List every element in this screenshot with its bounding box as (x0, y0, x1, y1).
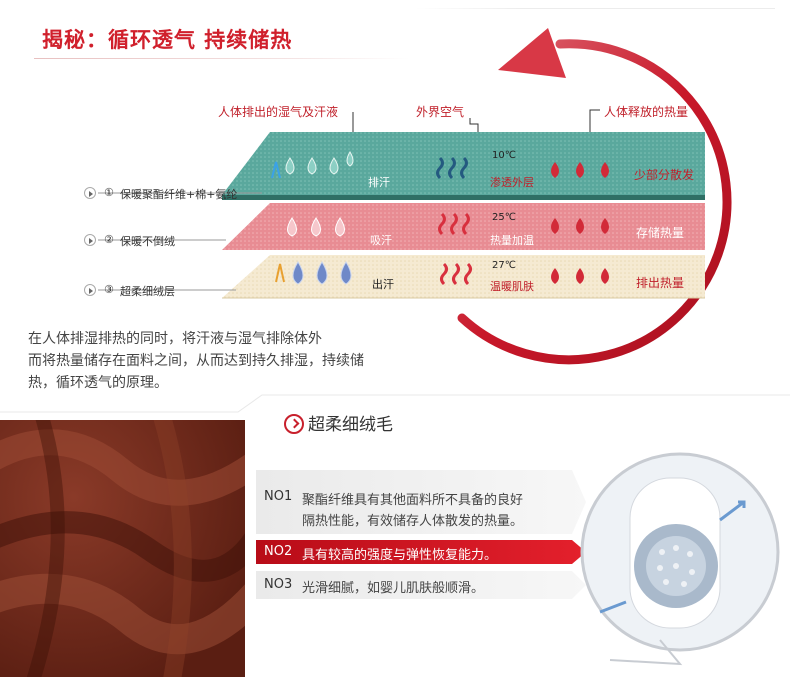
feature-no1-text-cont: 隔热性能，有效储存人体散发的热量。 (302, 514, 524, 529)
feature-no3-text: 光滑细腻，如婴儿肌肤般顺滑。 (302, 581, 485, 596)
layer3-label-number: ③ (104, 283, 114, 296)
layer1-label-number: ① (104, 186, 114, 199)
principle-description: 在人体排湿排热的同时，将汗液与湿气排除体外 而将热量储存在面料之间，从而达到持久… (28, 328, 458, 394)
layer1-label: 保暖聚酯纤维+棉+氨纶 (120, 188, 238, 201)
layer2-sweat: 吸汗 (370, 234, 392, 247)
feature-no1-text: 聚酯纤维具有其他面料所不具备的良好 (302, 493, 524, 508)
layer3-heat: 排出热量 (636, 276, 685, 290)
layer3-sweat: 出汗 (372, 278, 394, 291)
bullet-icon (84, 284, 96, 296)
layer1-air: 渗透外层 (490, 176, 534, 189)
feature-no2-text: 具有较高的强度与弹性恢复能力。 (302, 548, 498, 563)
layer1-sweat: 排汗 (368, 176, 390, 189)
layer2-label: 保暖不倒绒 (120, 235, 175, 248)
description-line: 在人体排湿排热的同时，将汗液与湿气排除体外 (28, 331, 322, 347)
layer3-air: 温暖肌肤 (490, 280, 534, 293)
layer1-temp: 10℃ (492, 150, 516, 161)
feature-no2-label: NO2 (264, 544, 293, 559)
layer2-label-number: ② (104, 233, 114, 246)
description-line: 而将热量储存在面料之间，从而达到持久排湿，持续储 (28, 353, 364, 369)
description-line: 热，循环透气的原理。 (28, 375, 168, 391)
feature-no3-label: NO3 (264, 577, 293, 592)
callout-moisture: 人体排出的湿气及汗液 (218, 105, 339, 119)
layer1-heat: 少部分散发 (634, 168, 695, 182)
feature-no1-label: NO1 (264, 489, 293, 504)
callout-body-heat: 人体释放的热量 (604, 105, 689, 119)
title-divider (34, 58, 409, 59)
fleece-fabric-image (0, 420, 245, 677)
feature-arrow-icon (284, 414, 304, 434)
layer2-temp: 25℃ (492, 212, 516, 223)
bullet-icon (84, 234, 96, 246)
callout-outside-air: 外界空气 (416, 105, 465, 119)
layer2-air: 热量加温 (490, 234, 534, 247)
top-divider (415, 8, 775, 9)
page-title: 揭秘：循环透气 持续储热 (42, 28, 293, 52)
bullet-icon (84, 187, 96, 199)
layer3-temp: 27℃ (492, 260, 516, 271)
layer2-heat: 存储热量 (636, 226, 685, 240)
feature-title: 超柔细绒毛 (308, 415, 393, 435)
layer3-label: 超柔细绒层 (120, 285, 175, 298)
